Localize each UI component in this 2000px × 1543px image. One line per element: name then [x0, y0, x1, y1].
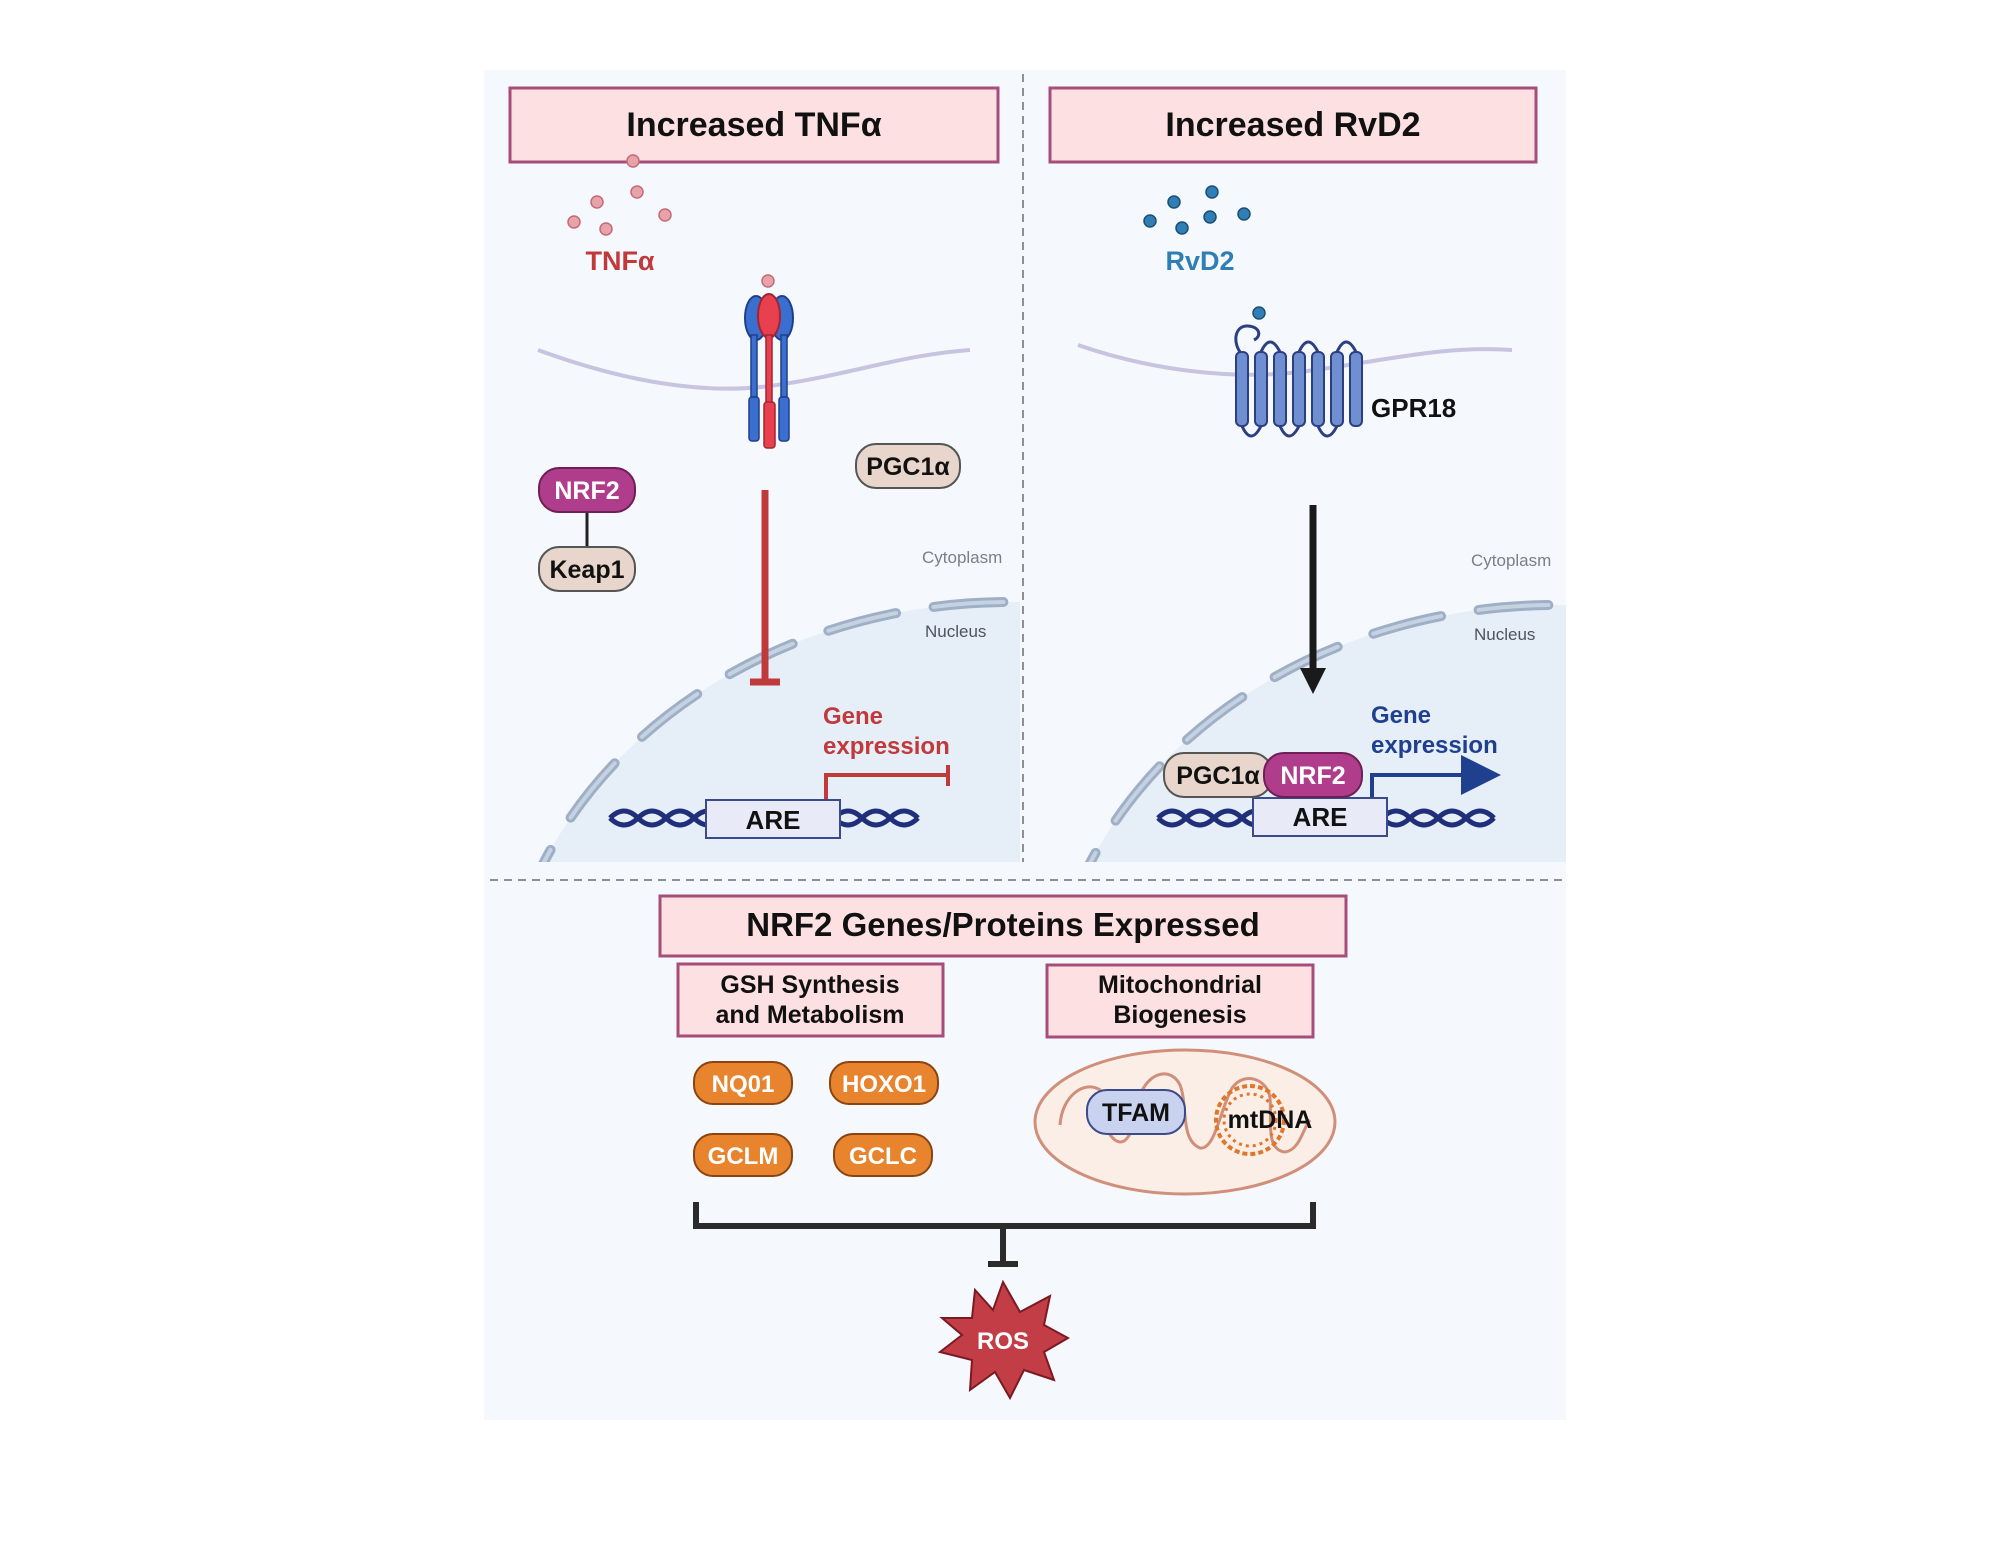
are-box-right — [1252, 797, 1388, 837]
gsh-line2: and Metabolism — [716, 1001, 905, 1029]
bound-tnf-ligand — [761, 274, 775, 288]
gene-pill-gclc — [833, 1133, 933, 1177]
left-nucleus — [544, 602, 1020, 862]
cytoplasm-label-left: Cytoplasm — [922, 548, 1002, 567]
tnf-ligand-dots — [567, 154, 672, 236]
gsh-box — [676, 962, 945, 1038]
tnf-ligand-label: TNFα — [585, 246, 654, 276]
blocked-expression-arrow — [824, 773, 948, 800]
gene-nq01-label: NQ01 — [712, 1071, 775, 1098]
keap1-label: Keap1 — [549, 556, 624, 584]
cytoplasm-label-right: Cytoplasm — [1471, 551, 1551, 570]
pgc1a-label-right: PGC1α — [1176, 762, 1260, 790]
nrf2-box-left — [538, 467, 636, 513]
mtdna-label: mtDNA — [1228, 1106, 1313, 1134]
mito-line2: Biogenesis — [1113, 1001, 1246, 1029]
left-panel: Increased TNFα TNFα NRF2 Keap1 PGC1α — [508, 86, 1020, 862]
gene-expression-line1-right: Gene — [1371, 702, 1431, 729]
right-title: Increased RvD2 — [1165, 106, 1420, 144]
are-label-right: ARE — [1293, 802, 1348, 832]
left-title: Increased TNFα — [626, 106, 881, 144]
ros-label: ROS — [977, 1328, 1029, 1355]
nrf2-box-right — [1263, 752, 1363, 798]
tnf-receptor — [744, 274, 794, 449]
gpr18-receptor — [1234, 306, 1363, 438]
nrf2-label-right: NRF2 — [1280, 762, 1345, 790]
gene-gclm-label: GCLM — [708, 1143, 779, 1170]
mito-line1: Mitochondrial — [1098, 971, 1262, 999]
rvd2-ligand-dots — [1143, 185, 1251, 235]
nucleus-label-right: Nucleus — [1474, 625, 1535, 644]
rvd2-ligand-label: RvD2 — [1165, 246, 1234, 276]
nrf2-label-left: NRF2 — [554, 477, 619, 505]
right-panel: Increased RvD2 RvD2 — [1048, 86, 1566, 862]
gsh-line1: GSH Synthesis — [720, 971, 899, 999]
bottom-panel: NRF2 Genes/Proteins Expressed GSH Synthe… — [658, 894, 1348, 1401]
pgc1a-box-left — [855, 443, 961, 489]
nucleus-label-left: Nucleus — [925, 622, 986, 641]
bottom-title: NRF2 Genes/Proteins Expressed — [746, 906, 1260, 943]
keap1-box — [538, 546, 636, 592]
gene-pill-gclm — [693, 1133, 793, 1177]
bound-rvd2-ligand — [1252, 306, 1266, 320]
gene-gclc-label: GCLC — [849, 1143, 917, 1170]
gpr18-label: GPR18 — [1371, 393, 1456, 423]
gene-pill-nq01 — [693, 1061, 793, 1105]
ros-burst-icon — [937, 1279, 1071, 1401]
gene-expression-line2-left: expression — [823, 733, 950, 760]
activation-arrow-head — [1300, 668, 1326, 694]
gene-expression-line2-right: expression — [1371, 732, 1498, 759]
bottom-title-box — [658, 894, 1348, 958]
are-label-left: ARE — [746, 805, 801, 835]
mtdna-ring-inner — [1222, 1092, 1278, 1148]
tfam-box — [1086, 1089, 1186, 1135]
gene-expression-line1-left: Gene — [823, 703, 883, 730]
right-title-box — [1048, 86, 1538, 164]
mtdna-ring — [1214, 1084, 1286, 1156]
gene-hoxo1-label: HOXO1 — [842, 1071, 926, 1098]
gene-expression-arrow — [1370, 755, 1501, 800]
left-title-box — [508, 86, 1000, 164]
pgc1a-label-left: PGC1α — [866, 453, 950, 481]
gene-pill-hoxo1 — [829, 1061, 939, 1105]
are-box-left — [705, 799, 841, 839]
mito-box — [1045, 963, 1315, 1039]
tfam-label: TFAM — [1102, 1099, 1170, 1127]
